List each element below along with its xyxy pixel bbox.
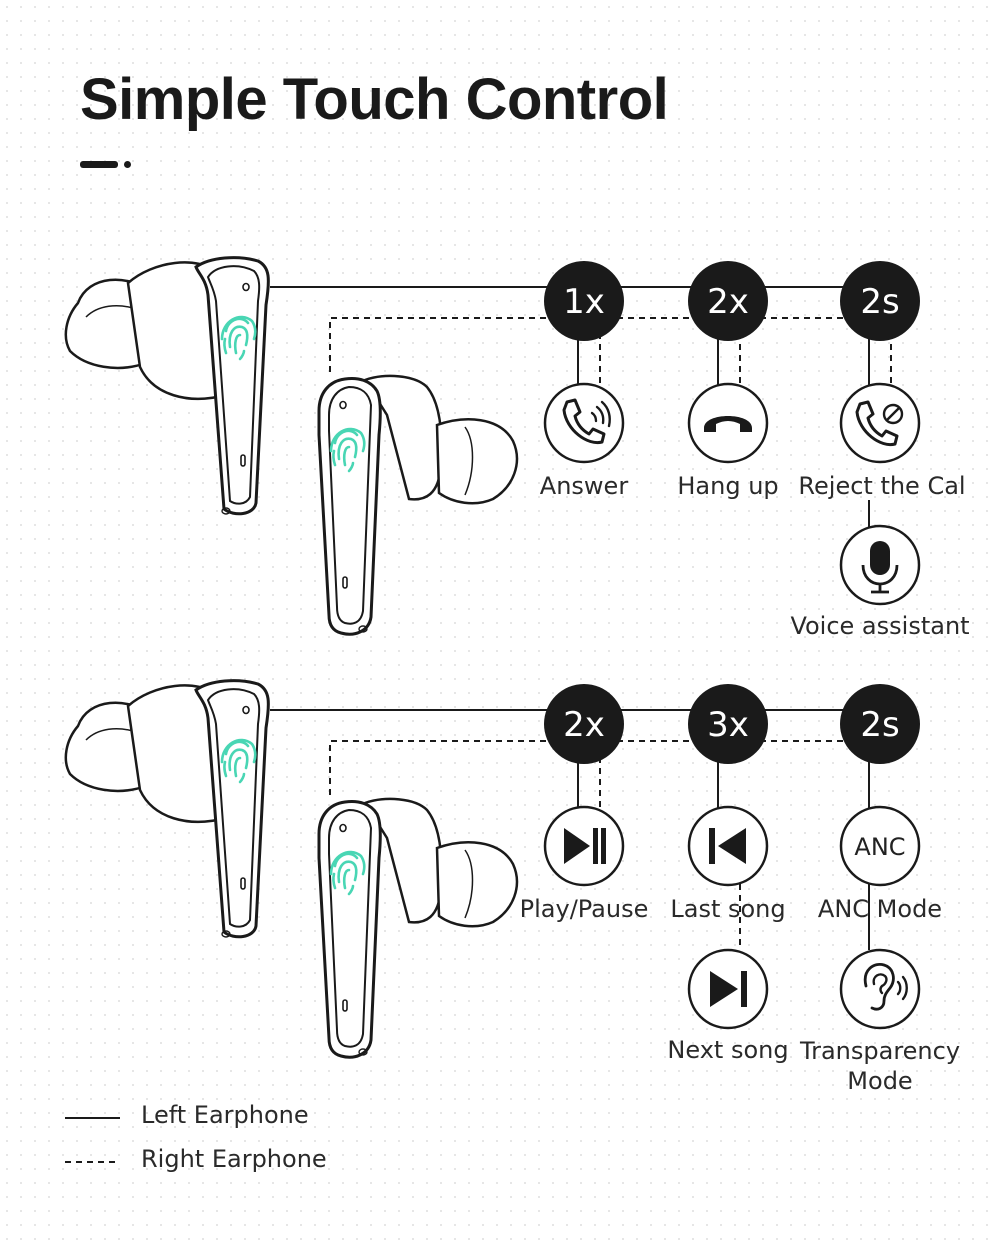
legend-left-earphone: Left Earphone [141, 1101, 309, 1129]
badge-2s: 2s [840, 261, 920, 341]
transparency-mode-label-line-2: Mode [847, 1067, 913, 1095]
top-right-earphone [317, 374, 519, 636]
phone-reject-icon [839, 382, 921, 464]
phone-ringing-icon [543, 382, 625, 464]
bottom-left-earphone [64, 679, 270, 939]
badge-2x: 2x [688, 261, 768, 341]
previous-track-icon [687, 805, 769, 887]
play-pause-label: Play/Pause [519, 895, 649, 923]
last-song-label: Last song [670, 895, 786, 923]
play-pause-icon [543, 805, 625, 887]
badge-2s-bottom: 2s [840, 684, 920, 764]
top-left-earphone [64, 256, 270, 516]
svg-text:ANC: ANC [854, 833, 905, 861]
ear-sound-icon [839, 948, 921, 1030]
next-song-label: Next song [667, 1036, 789, 1064]
svg-text:3x: 3x [707, 705, 749, 745]
svg-text:1x: 1x [563, 282, 605, 322]
svg-text:2x: 2x [707, 282, 749, 322]
badge-1x: 1x [544, 261, 624, 341]
legend-lines [65, 1117, 120, 1163]
transparency-mode-label-line-1: Transparency [799, 1037, 961, 1065]
anc-icon: ANC [839, 805, 921, 887]
microphone-icon [839, 524, 921, 606]
anc-mode-label: ANC Mode [817, 895, 943, 923]
transparency-mode-label: Transparency Mode [780, 1036, 980, 1096]
voice-assistant-label: Voice assistant [790, 612, 970, 640]
svg-text:2s: 2s [860, 705, 899, 745]
svg-text:2x: 2x [563, 705, 605, 745]
badge-3x: 3x [688, 684, 768, 764]
hang-up-label: Hang up [677, 472, 779, 500]
answer-label: Answer [539, 472, 629, 500]
reject-call-label: Reject the Cal [798, 472, 966, 500]
title-underline [80, 161, 118, 168]
next-track-icon [687, 948, 769, 1030]
badge-2x-bottom: 2x [544, 684, 624, 764]
page-title: Simple Touch Control [80, 67, 669, 132]
title-underline-dot [124, 161, 131, 168]
legend-right-earphone: Right Earphone [141, 1145, 327, 1173]
bottom-right-earphone [317, 797, 519, 1059]
phone-hangup-icon [687, 382, 769, 464]
svg-text:2s: 2s [860, 282, 899, 322]
